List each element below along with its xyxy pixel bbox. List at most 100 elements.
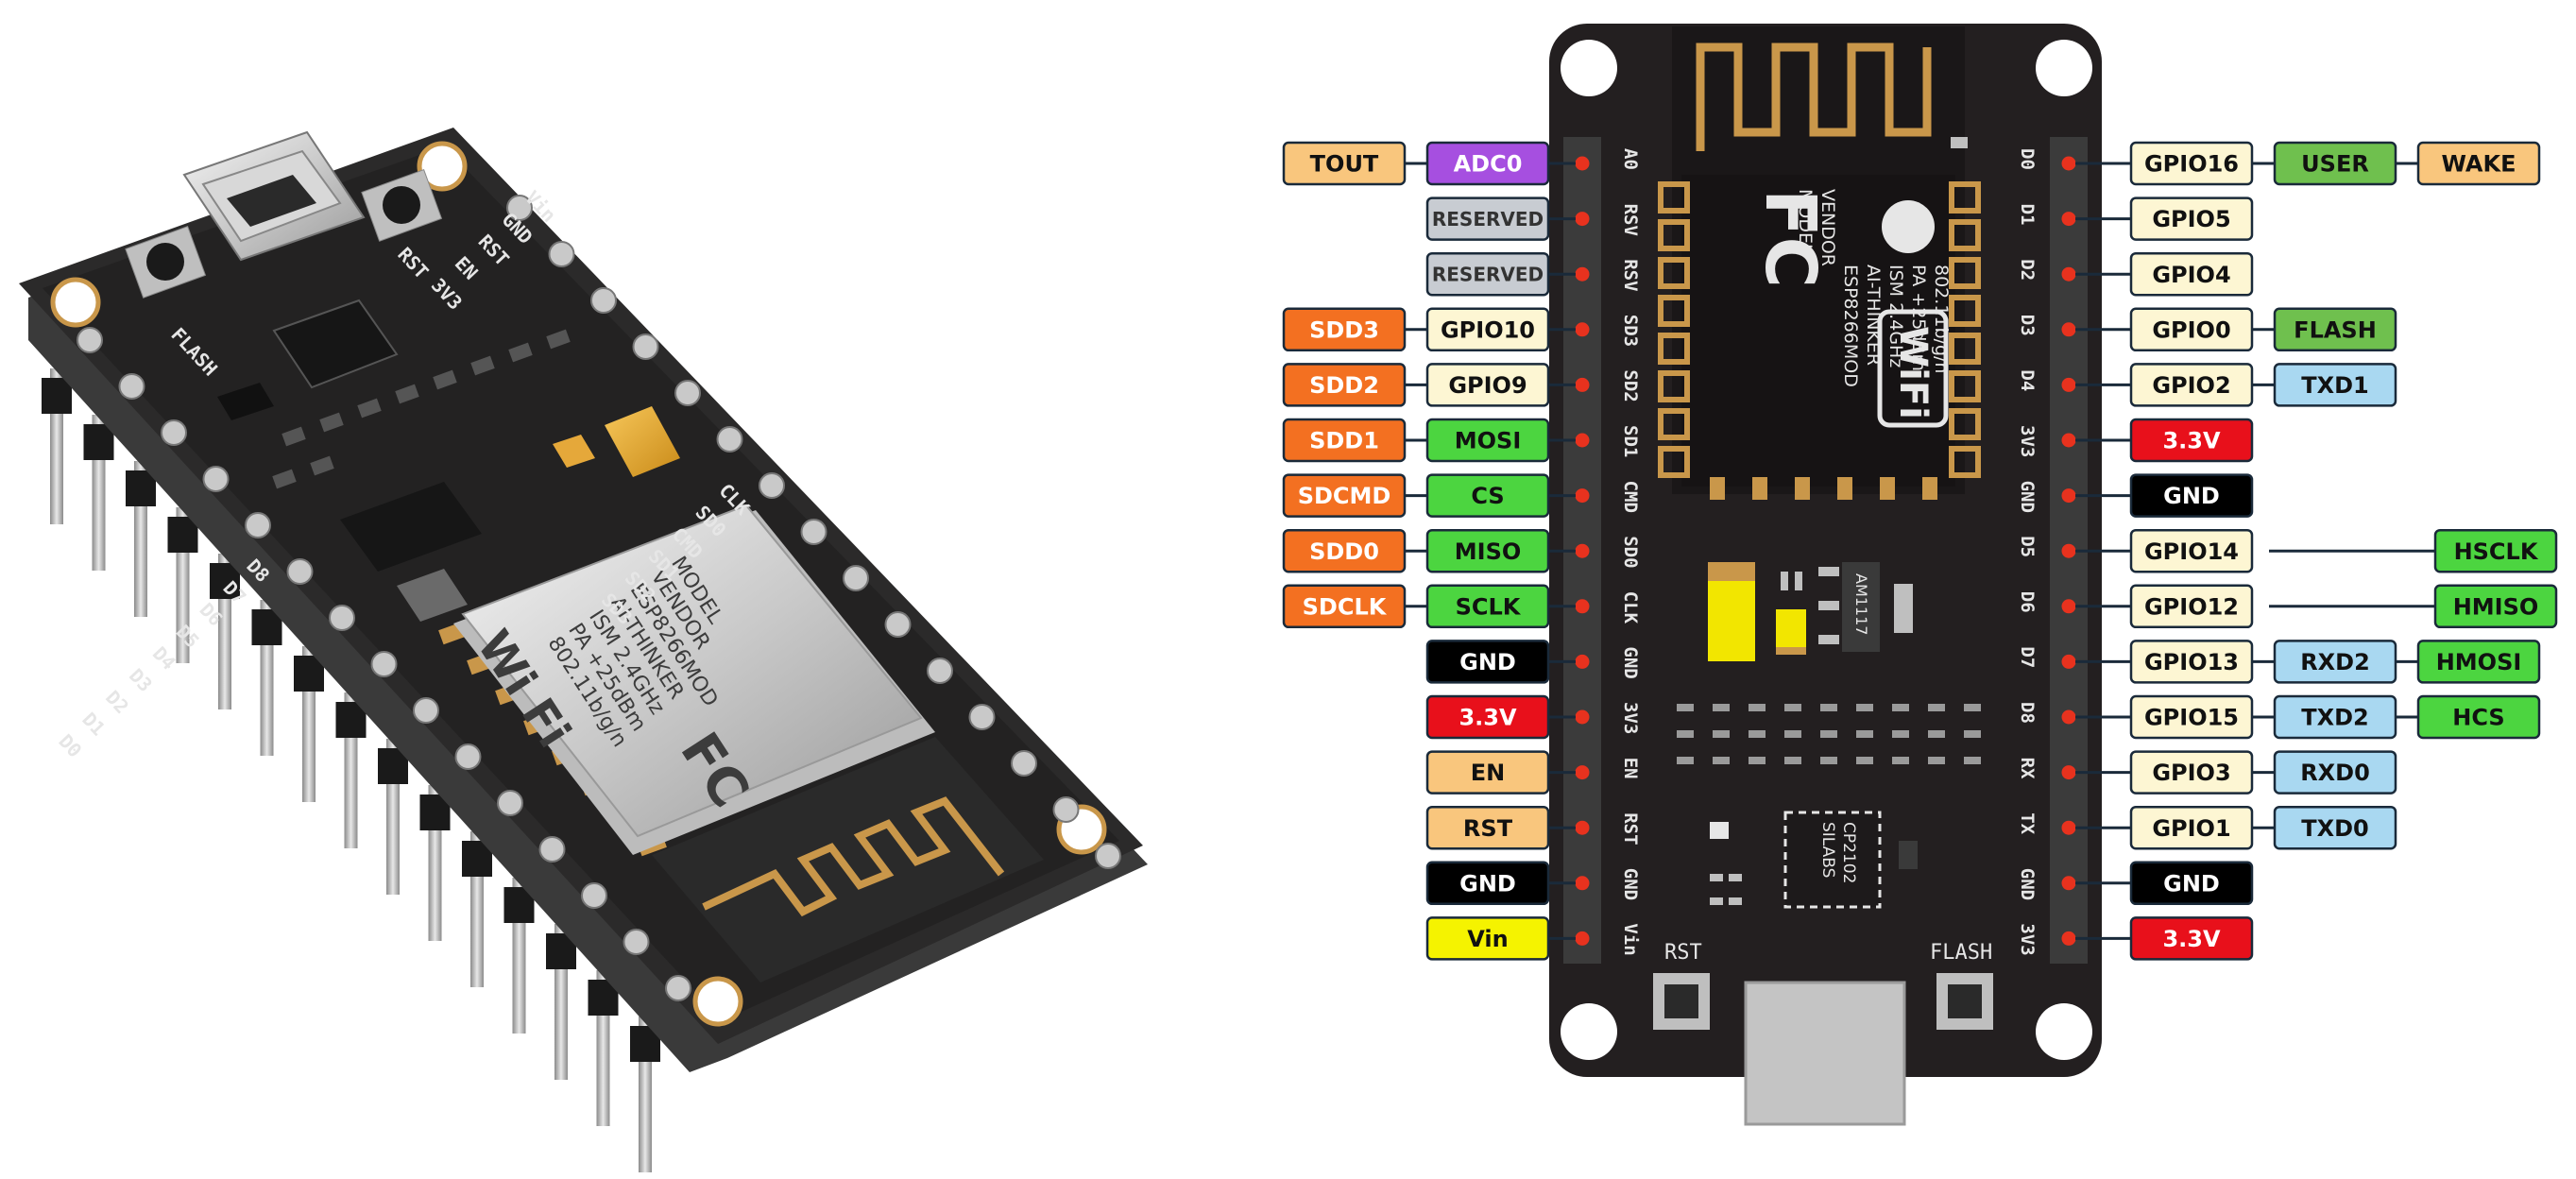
pin-label-chip: GPIO10 [1425, 307, 1550, 352]
chip-box [1425, 251, 1550, 297]
chip-text: TXD0 [2301, 815, 2369, 842]
smd-component [1892, 704, 1909, 711]
pin-label-chip: TXD2 [2273, 694, 2397, 740]
smd-component [1892, 757, 1909, 764]
pin-label-chip: GPIO14 [2129, 528, 2254, 573]
rst-button-photo [361, 169, 443, 242]
smd-component [1677, 757, 1694, 764]
chip-box [2433, 528, 2558, 573]
flash-button[interactable] [1936, 973, 1993, 1030]
mount-hole [1561, 40, 1617, 96]
header-pin [759, 472, 785, 499]
pin-dot [2061, 876, 2076, 891]
chip-text: GPIO16 [2144, 151, 2239, 178]
pin-label-chip: WAKE [2416, 141, 2541, 186]
chip-text: Vin [1467, 926, 1508, 952]
pin-silk: 3V3 [2017, 923, 2038, 955]
header-pin [497, 790, 523, 816]
chip-box [2416, 640, 2541, 684]
pin-dot [1575, 433, 1590, 448]
chip-box [2129, 418, 2254, 463]
pin-label-chip: 3.3V [1425, 694, 1550, 740]
header-pin [968, 704, 996, 730]
pin-label-chip: SDD2 [1282, 363, 1407, 407]
chip-box [2416, 141, 2541, 186]
pin-label-chip: RESERVED [1425, 251, 1550, 297]
header-pin [590, 287, 617, 314]
pin-label-chip: USER [2273, 141, 2397, 186]
chip-text: ADC0 [1454, 151, 1523, 178]
pin-spacer [167, 517, 198, 553]
pin-silk: 3V3 [1620, 702, 1641, 734]
chip-box [1282, 473, 1407, 518]
chip-text: 3.3V [2162, 428, 2221, 454]
header-pins-top [77, 195, 1121, 1001]
header-pin [506, 195, 533, 221]
chip-text: GND [2163, 870, 2220, 897]
smd-component [1749, 757, 1766, 764]
chip-box [1282, 307, 1407, 352]
castellation-pad [1752, 477, 1767, 500]
chip-text: CS [1471, 483, 1504, 509]
module-text: MODEL [1795, 189, 1816, 254]
chip-text: GPIO14 [2144, 538, 2239, 565]
chip-box [1282, 418, 1407, 463]
chip-box [1282, 584, 1407, 629]
chip-text: GPIO1 [2152, 815, 2230, 842]
chip-box [1282, 363, 1407, 407]
left-pin: 3V3 3.3V [1425, 694, 1641, 740]
chip-text: MISO [1455, 538, 1522, 565]
pin-dot [2061, 488, 2076, 504]
header-pin [202, 466, 230, 492]
pin-silk: D6 [2017, 591, 2038, 613]
smd-component [1928, 730, 1945, 738]
smd-component [1856, 757, 1873, 764]
chip-box [2416, 694, 2541, 740]
chip-text: WAKE [2442, 151, 2516, 178]
smd-component [1784, 730, 1801, 738]
chip-box [2129, 584, 2254, 629]
pin-dot [1575, 377, 1590, 392]
pin-dot [2061, 931, 2076, 946]
chip-text: SDCLK [1303, 593, 1388, 620]
chip-box [1425, 196, 1550, 241]
chip-text: RESERVED [1432, 263, 1544, 285]
chip-box [1425, 861, 1550, 906]
chip-label: CP2102 [1839, 822, 1858, 883]
pin-label-chip: FLASH [2273, 307, 2397, 352]
pin-dot [1575, 322, 1590, 337]
left-pin: RSV RESERVED [1425, 196, 1641, 241]
header-pin [884, 611, 912, 638]
pin-dot [1575, 709, 1590, 725]
header-pin [538, 836, 566, 863]
mount-hole [2036, 40, 2092, 96]
chip-text: SDCMD [1298, 483, 1391, 509]
castellation-pad [1658, 219, 1690, 251]
pin-silk: SD1 [1620, 425, 1641, 457]
smd-component [1784, 757, 1801, 764]
pin-label-chip: RESERVED [1425, 196, 1550, 241]
mount-hole [2036, 1003, 2092, 1060]
pin-label-chip: GPIO4 [2129, 251, 2254, 297]
esp-module-photo: MODEL VENDOR ESP8266MOD AI-THINKER ISM 2… [453, 504, 935, 855]
pin-label-chip: HCS [2416, 694, 2541, 740]
chip-text: RST [1463, 815, 1513, 842]
pin-silk: GND [2017, 481, 2038, 513]
castellation-pad [1949, 257, 1981, 289]
rst-button[interactable] [1653, 973, 1710, 1030]
pin-dot [1575, 266, 1590, 282]
pin-label-chip: MISO [1425, 528, 1550, 573]
pin-silk: D2 [2017, 259, 2038, 281]
pin-dot [1575, 488, 1590, 504]
chip-text: GPIO15 [2144, 705, 2239, 731]
pin-silk: RSV [1620, 204, 1641, 236]
pin-label-chip: HMISO [2433, 584, 2558, 629]
